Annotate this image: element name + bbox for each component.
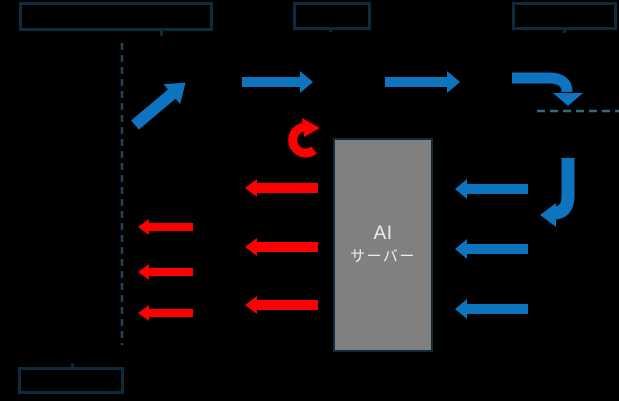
hook-left-arrow-shaft (554, 158, 575, 220)
server-input-arrow-1-icon (455, 179, 528, 199)
boundary-red-arrow-3-icon (138, 305, 193, 321)
top-left-box (19, 2, 213, 31)
server-output-arrow-3-icon (245, 296, 318, 314)
red-loop-arrow-icon (288, 118, 320, 158)
ai-server-label-line1: AI (373, 223, 393, 244)
ai-server-box: AI サーバー (333, 138, 433, 352)
server-input-arrow-2-icon (455, 239, 528, 259)
top-middle-box (293, 2, 371, 30)
bottom-left-box-connector-stub (71, 363, 74, 368)
diagonal-up-right-arrow-icon (131, 82, 186, 130)
elbow-down-arrow-head-icon (553, 93, 583, 106)
top-right-flow-arrow-1-icon (242, 71, 313, 93)
bottom-left-box (18, 367, 124, 394)
top-right-box-connector-stub (563, 28, 566, 33)
boundary-red-arrow-2-icon (138, 264, 193, 280)
server-input-arrow-3-icon (455, 299, 528, 319)
top-right-flow-arrow-2-icon (385, 71, 460, 93)
server-output-arrow-1-icon (245, 179, 318, 197)
ai-server-label-line2: サーバー (350, 248, 416, 265)
server-output-arrow-2-icon (245, 238, 318, 256)
top-middle-box-connector-stub (329, 28, 332, 32)
hook-left-arrow-head-icon (540, 203, 556, 227)
top-left-box-connector-stub (160, 30, 163, 36)
elbow-down-arrow-shaft (512, 72, 573, 93)
boundary-red-arrow-1-icon (138, 219, 193, 235)
